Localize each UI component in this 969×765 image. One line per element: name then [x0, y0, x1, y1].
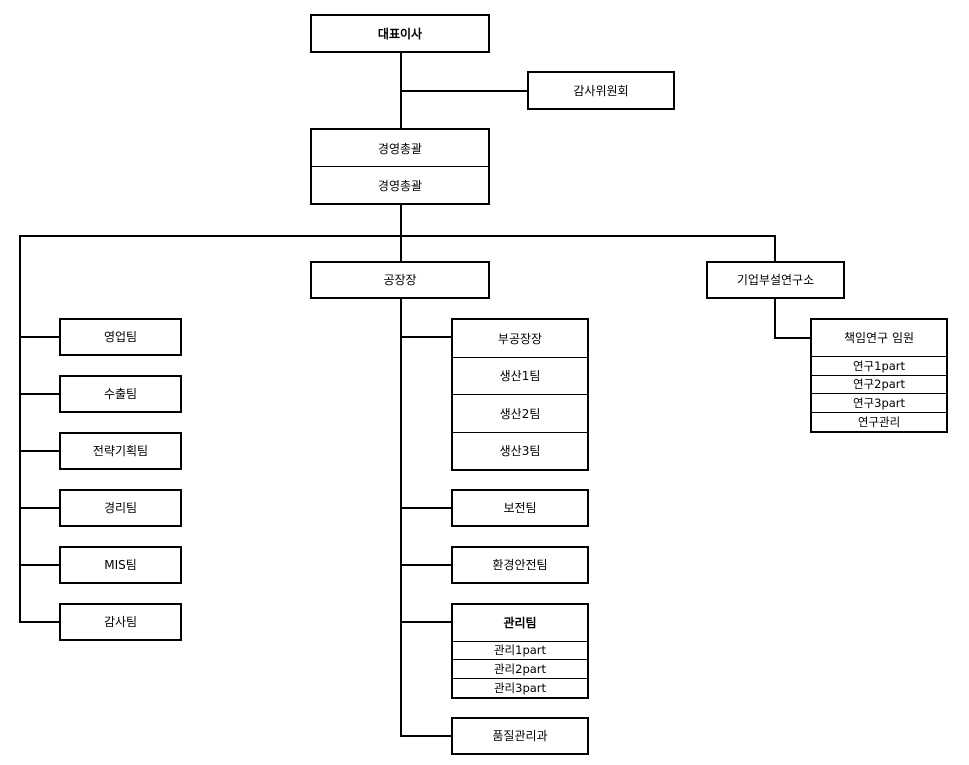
accounting-team-box: 경리팀	[59, 489, 182, 527]
connector-audit-committee	[401, 90, 528, 92]
research-part-1-label: 연구1part	[812, 355, 946, 375]
lab-box: 기업부설연구소	[706, 261, 845, 299]
connector-strategy	[19, 450, 60, 452]
management-box: 경영총괄 경영총괄	[310, 128, 490, 205]
research-box: 책임연구 임원 연구1part 연구2part 연구3part 연구관리	[810, 318, 948, 433]
connector-mis	[19, 564, 60, 566]
strategy-team-box: 전략기획팀	[59, 432, 182, 470]
safety-team-box: 환경안전팀	[451, 546, 589, 584]
admin-part-3-label: 관리3part	[453, 678, 587, 697]
management-label-1: 경영총괄	[377, 141, 423, 156]
research-management-label: 연구관리	[812, 412, 946, 431]
connector-production	[400, 336, 452, 338]
production-team-2-label: 생산2팀	[453, 394, 587, 432]
connector-research	[774, 337, 811, 339]
connector-maintenance	[400, 507, 452, 509]
production-box: 부공장장 생산1팀 생산2팀 생산3팀	[451, 318, 589, 471]
audit-team-box: 감사팀	[59, 603, 182, 641]
ceo-box: 대표이사	[310, 14, 490, 53]
connector-lab-branch	[774, 235, 776, 263]
factory-head-box: 공장장	[310, 261, 490, 299]
connector-accounting	[19, 507, 60, 509]
connector-left-branch	[19, 235, 21, 623]
admin-team-box: 관리팀 관리1part 관리2part 관리3part	[451, 603, 589, 699]
mis-team-box: MIS팀	[59, 546, 182, 584]
production-team-1-label: 생산1팀	[453, 356, 587, 395]
admin-part-2-label: 관리2part	[453, 659, 587, 678]
management-label-2: 경영총괄	[312, 166, 488, 203]
admin-team-head-label: 관리팀	[503, 616, 537, 631]
research-head-label: 책임연구 임원	[843, 331, 915, 346]
export-team-box: 수출팀	[59, 375, 182, 413]
vice-factory-head-label: 부공장장	[497, 331, 543, 346]
research-part-2-label: 연구2part	[812, 374, 946, 394]
connector-sales	[19, 336, 60, 338]
connector-safety	[400, 564, 452, 566]
connector-export	[19, 393, 60, 395]
connector-factory-down	[400, 298, 402, 736]
connector-lab-down	[774, 298, 776, 339]
quality-team-box: 품질관리과	[451, 717, 589, 755]
admin-part-1-label: 관리1part	[453, 640, 587, 660]
connector-management-down	[400, 204, 402, 262]
production-team-3-label: 생산3팀	[453, 431, 587, 470]
connector-quality	[400, 735, 452, 737]
connector-main-horizontal	[19, 235, 776, 237]
connector-admin	[400, 621, 452, 623]
research-part-3-label: 연구3part	[812, 393, 946, 412]
sales-team-box: 영업팀	[59, 318, 182, 356]
audit-committee-box: 감사위원회	[527, 71, 675, 110]
maintenance-team-box: 보전팀	[451, 489, 589, 527]
connector-audit-team	[19, 621, 60, 623]
